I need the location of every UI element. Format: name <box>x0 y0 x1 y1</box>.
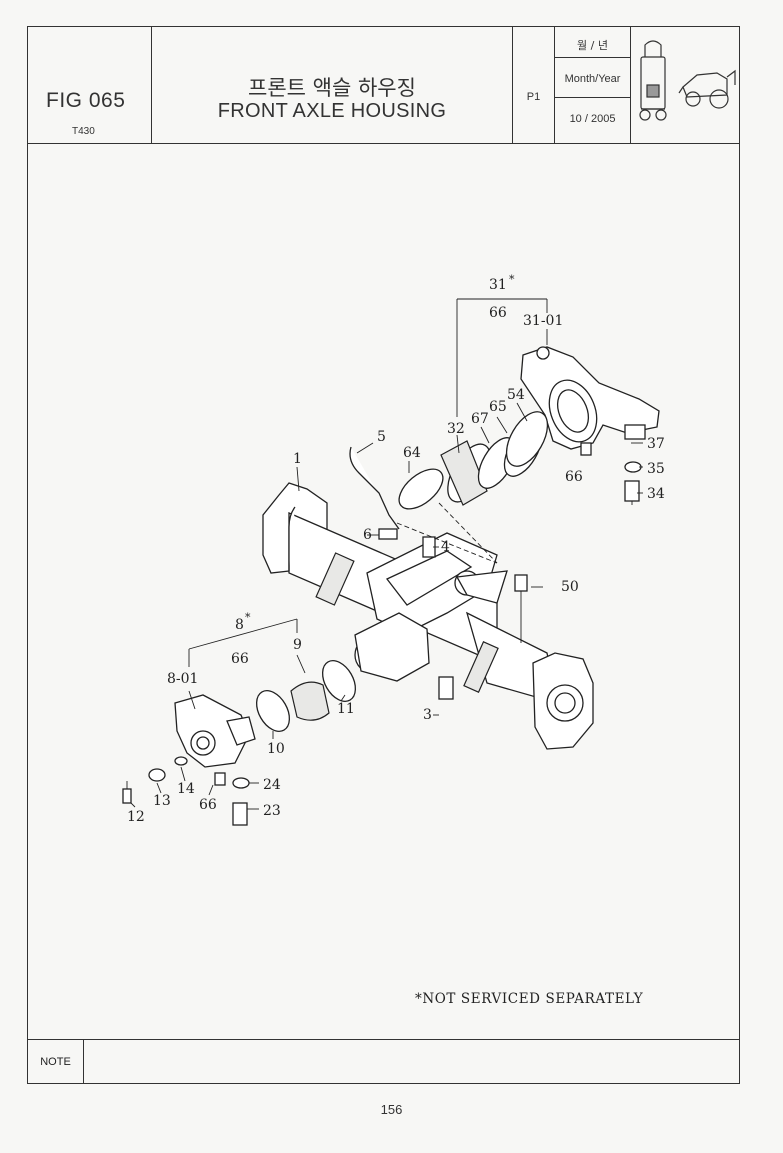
callout-8: 8 <box>235 617 244 633</box>
callout-66-left: 66 <box>199 797 217 813</box>
date-label-english: Month/Year <box>564 73 621 85</box>
leader-lines <box>130 298 643 810</box>
date-cell: 월 / 년 Month/Year 10 / 2005 <box>555 27 631 144</box>
left-knuckle-drawing <box>174 694 256 768</box>
callout-8-star: * <box>245 611 251 624</box>
callout-66-right: 66 <box>565 469 583 485</box>
callout-24: 24 <box>263 777 281 793</box>
date-divider <box>555 57 630 58</box>
callout-31-66: 66 <box>489 305 507 321</box>
callout-35: 35 <box>647 461 665 477</box>
callout-3: 3 <box>423 707 432 723</box>
bushings-seals-drawing <box>255 411 549 732</box>
callout-50: 50 <box>561 579 579 595</box>
note-label: NOTE <box>28 1040 84 1083</box>
callout-4: 4 <box>441 539 450 555</box>
callout-10: 10 <box>267 741 285 757</box>
callout-8-66: 66 <box>231 651 249 667</box>
title-korean: 프론트 액슬 하우징 <box>248 76 416 100</box>
right-knuckle-drawing <box>520 346 660 450</box>
model-code: T430 <box>72 126 95 137</box>
callout-54: 54 <box>507 387 525 403</box>
page-code-cell: P1 <box>513 27 555 144</box>
callout-11: 11 <box>337 701 355 717</box>
callout-65: 65 <box>489 399 507 415</box>
date-divider <box>555 97 630 98</box>
callout-6: 6 <box>363 527 372 543</box>
callout-64: 64 <box>403 445 421 461</box>
machine-icon-cell <box>631 27 739 144</box>
exploded-parts-diagram: 1 5 64 32 67 65 54 31 * 66 31-01 37 35 3… <box>122 273 665 1007</box>
callout-23: 23 <box>263 803 281 819</box>
page-number: 156 <box>380 1102 403 1117</box>
callout-31-01: 31-01 <box>523 313 563 329</box>
axle-housing-drawing <box>262 482 594 750</box>
callout-34: 34 <box>647 486 665 502</box>
title-cell: 프론트 액슬 하우징 FRONT AXLE HOUSING <box>152 27 513 144</box>
callout-13: 13 <box>153 793 171 809</box>
note-row: NOTE <box>28 1039 739 1083</box>
part-callouts: 1 5 64 32 67 65 54 31 * 66 31-01 37 35 3… <box>127 273 665 825</box>
header-block: FIG 065 T430 프론트 액슬 하우징 FRONT AXLE HOUSI… <box>28 27 739 144</box>
figure-cell: FIG 065 T430 <box>28 27 152 144</box>
page-code: P1 <box>526 91 541 103</box>
callout-8-01: 8-01 <box>167 671 198 687</box>
callout-67: 67 <box>471 411 489 427</box>
callout-1: 1 <box>293 451 302 467</box>
page-frame: FIG 065 T430 프론트 액슬 하우징 FRONT AXLE HOUSI… <box>27 26 740 1084</box>
callout-5: 5 <box>377 429 386 445</box>
callout-9: 9 <box>293 637 302 653</box>
callout-37: 37 <box>647 436 665 452</box>
fasteners-drawing <box>122 424 646 826</box>
callout-31: 31 <box>489 277 507 293</box>
date-value: 10 / 2005 <box>569 113 616 125</box>
tractor-loader-icon <box>639 40 736 121</box>
footnote-not-serviced: *NOT SERVICED SEPARATELY <box>415 991 644 1007</box>
date-label-korean: 월 / 년 <box>577 39 608 52</box>
figure-number: FIG 065 <box>46 89 126 112</box>
callout-12: 12 <box>127 809 145 825</box>
callout-14: 14 <box>177 781 195 797</box>
callout-32: 32 <box>447 421 465 437</box>
callout-31-star: * <box>509 273 515 286</box>
title-english: FRONT AXLE HOUSING <box>217 100 447 122</box>
